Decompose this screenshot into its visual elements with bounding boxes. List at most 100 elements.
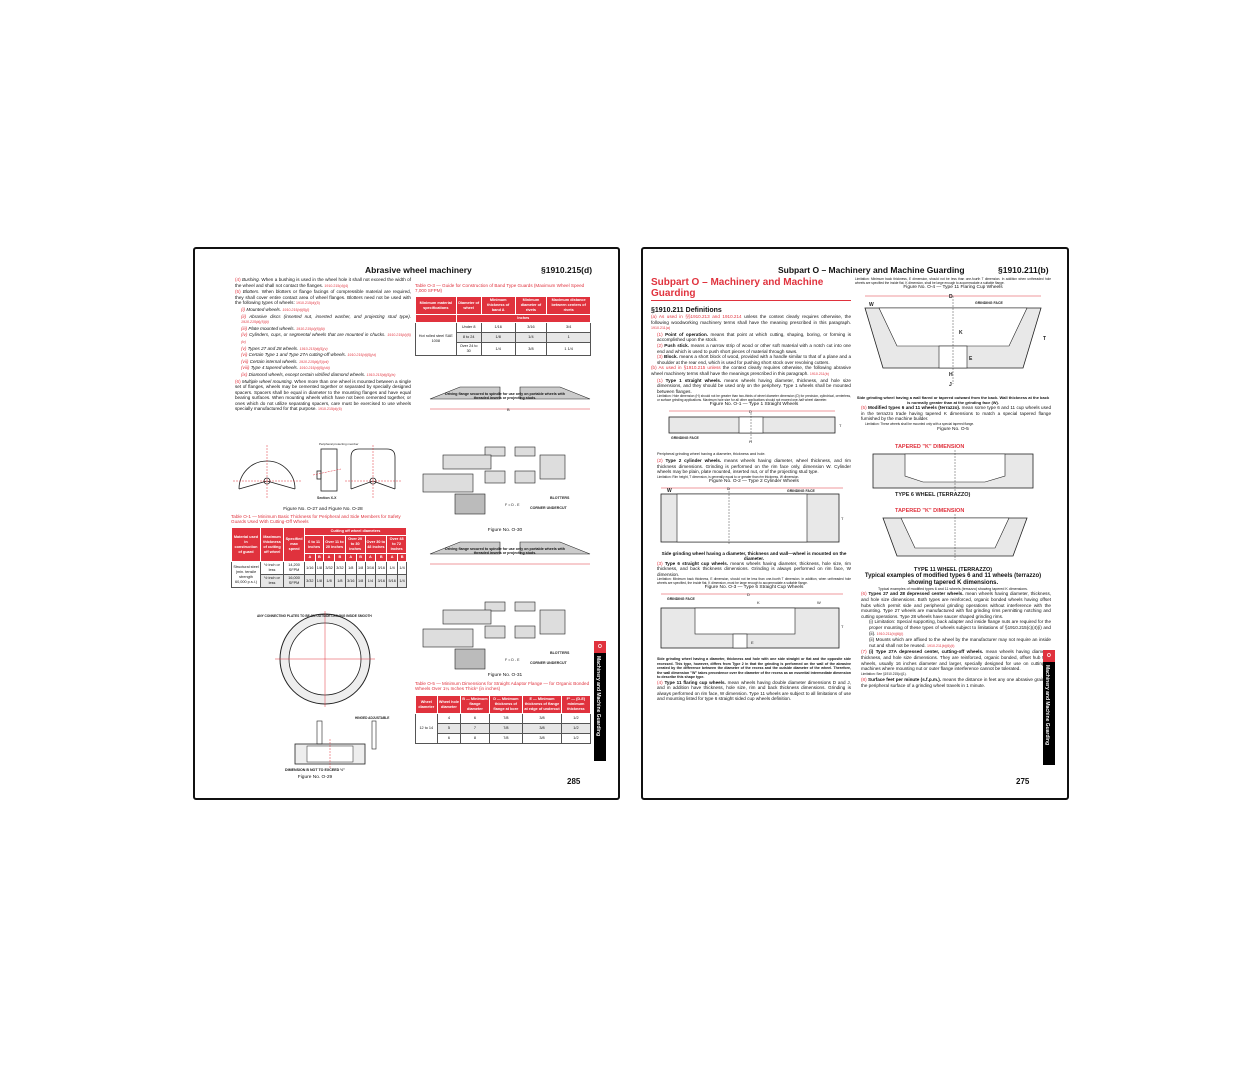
svg-text:D: D: [949, 294, 953, 300]
figure-o31-diagram: BLOTTERS CORNER UNDERCUT F = D - E: [422, 541, 591, 670]
left-header-section: §1910.215(d): [541, 265, 593, 275]
column-header: Cutting off wheel diameters: [304, 527, 407, 536]
right-header-title: Subpart O – Machinery and Machine Guardi…: [778, 265, 965, 275]
right-side-tab[interactable]: O Machinery and Machine Guarding: [1043, 650, 1055, 765]
section-title: §1910.211 Definitions: [651, 307, 722, 314]
svg-text:CORNER UNDERCUT: CORNER UNDERCUT: [530, 661, 568, 665]
list-item: (v) Types 27 and 28 wheels. 1910.215(d)(…: [241, 345, 328, 351]
table-o3: Minimum material specifications Diameter…: [415, 296, 592, 356]
table-o5-title: Table O-5 — Minimum Dimensions for Strai…: [415, 681, 590, 692]
figure-o3-diagram: GRINDING FACE D K W T E: [660, 592, 844, 649]
svg-text:H: H: [949, 372, 953, 378]
svg-text:GRINDING FACE: GRINDING FACE: [667, 597, 695, 601]
figure-o2-diagram: D W GRINDING FACE T: [660, 486, 844, 544]
column-header: Material used in construction of guard: [231, 527, 261, 562]
svg-text:BLOTTERS: BLOTTERS: [550, 651, 570, 655]
column-header: B — Minimum flange diameter: [460, 695, 490, 714]
svg-text:T: T: [839, 423, 842, 428]
svg-text:BLOTTERS: BLOTTERS: [550, 496, 570, 500]
right-left-column: Subpart O – Machinery and Machine Guardi…: [651, 277, 852, 702]
svg-text:GRINDING FACE: GRINDING FACE: [787, 489, 815, 493]
svg-text:K: K: [959, 330, 963, 336]
left-page: Abrasive wheel machinery §1910.215(d) (4…: [193, 247, 620, 800]
figure-o4-caption: Figure No. O-4 — Type 11 Flaring Cup Whe…: [903, 285, 1003, 290]
list-item: (vi) Certain Type 1 and Type 27A cutting…: [241, 352, 377, 358]
svg-text:GRINDING FACE: GRINDING FACE: [671, 436, 699, 440]
figure-o27-o28-diagram: Section X-X Peripheral protecting member: [233, 442, 401, 500]
table-row: Structural steel (min. tensile strength …: [231, 561, 407, 588]
column-header: Minimum material specifications: [415, 296, 457, 315]
figure-o30-diagram: B BLOTTERS CORNER UNDERCUT F = D - E: [422, 386, 591, 515]
figure-o5-caption: Figure No. O-5: [937, 427, 969, 433]
svg-text:F = D - E: F = D - E: [505, 503, 520, 507]
list-item: (i) Mounted wheels. 1910.215(d)(5)(i): [241, 306, 310, 312]
svg-text:ANY CONNECTING PLATES TO BE ON: ANY CONNECTING PLATES TO BE ON OUTSIDE L…: [257, 614, 372, 618]
column-header: Over 48 to 72 inches: [386, 535, 407, 554]
svg-text:E: E: [751, 640, 754, 645]
side-tab-letter: O: [594, 641, 606, 653]
svg-text:K: K: [757, 600, 760, 605]
para-lead: Bushing.: [242, 277, 260, 282]
column-header: 6 to 11 inches: [304, 535, 325, 554]
svg-text:D: D: [749, 409, 752, 414]
figure-o29-diagram: ANY CONNECTING PLATES TO BE ON OUTSIDE L…: [257, 611, 389, 769]
figure-o30-caption: Figure No. O-30: [487, 528, 523, 533]
svg-text:TAPERED "K" DIMENSION: TAPERED "K" DIMENSION: [895, 508, 964, 514]
column-header: Maximum thickness of cutting off wheel: [259, 527, 285, 562]
para-lead: Blotters.: [242, 289, 260, 295]
type11-terrazzo-label: TYPE 11 WHEEL (TERRAZZO): [913, 567, 993, 574]
left-header-title: Abrasive wheel machinery: [365, 265, 472, 275]
driving-flange-caption-1: Driving flange secured to spindle for us…: [445, 392, 565, 400]
svg-text:E: E: [969, 356, 973, 362]
side-tab-letter: O: [1043, 650, 1055, 662]
svg-text:B: B: [507, 407, 510, 412]
para-num: (4): [235, 277, 241, 282]
column-header: Over 30 to 48 inches: [364, 535, 388, 554]
column-header: Wheel hole diameter: [436, 695, 462, 714]
column-header: Minimum diameter of rivets: [514, 296, 548, 315]
column-header: Maximum distance between centers of rive…: [546, 296, 591, 315]
column-header: Over 11 to 20 inches: [323, 535, 346, 554]
right-right-column: Limitation: Minimum back thickness, E di…: [855, 277, 1052, 688]
page-title: Subpart O – Machinery and Machine Guardi…: [651, 277, 851, 301]
left-side-tab[interactable]: O Machinery and Machine Guarding: [594, 641, 606, 761]
svg-text:HINGED ADJUSTABLE: HINGED ADJUSTABLE: [355, 716, 389, 720]
column-header: Minimum thickness of band A: [480, 296, 516, 315]
para-lead: Multiple wheel mounting.: [242, 378, 293, 384]
column-header: E — Minimum thickness of flange at edge …: [522, 695, 562, 714]
left-page-number: 285: [567, 777, 581, 786]
column-header: Over 20 to 30 inches: [344, 535, 366, 554]
list-item: (ix) Diamond wheels, except certain vitr…: [241, 371, 396, 377]
svg-text:Section X-X: Section X-X: [317, 496, 337, 500]
left-column-text: (4) Bushing. When a bushing is used in t…: [235, 277, 411, 413]
figure-o4-diagram: D W GRINDING FACE K T E H J: [864, 294, 1046, 388]
list-item: (ii) Abrasive discs (inserted nut, inser…: [241, 313, 412, 325]
reg-ref: 1910.215(d)(4): [324, 283, 349, 288]
para-text: When a bushing is used in the wheel hole…: [235, 277, 412, 288]
svg-text:W: W: [869, 302, 874, 308]
svg-text:Peripheral protecting member: Peripheral protecting member: [319, 442, 359, 446]
figure-o27-o28-caption: Figure No. O-27 and Figure No. O-28: [283, 507, 363, 512]
table-o1-title: Table O-1 — Minimum Basic Thickness for …: [231, 514, 401, 525]
table-o5: Wheel diameter Wheel hole diameter B — M…: [415, 695, 592, 744]
svg-text:J: J: [949, 382, 952, 388]
svg-text:D: D: [727, 486, 730, 491]
svg-text:T: T: [841, 516, 844, 521]
svg-text:D: D: [747, 592, 750, 597]
figure-o5-diagram: TAPERED "K" DIMENSION TYPE 6 WHEEL (TERR…: [872, 444, 1034, 561]
svg-text:H: H: [749, 439, 752, 444]
svg-text:CORNER UNDERCUT: CORNER UNDERCUT: [530, 506, 568, 510]
list-item: (viii) Type 4 tapered wheels. 1910.215(d…: [241, 365, 330, 371]
para-num: (6): [235, 378, 241, 384]
svg-text:W: W: [667, 488, 672, 494]
svg-text:T: T: [841, 624, 844, 629]
column-header: F¹ — (D-E) minimum thickness: [560, 695, 592, 714]
figure-o2-caption: Figure No. O-2 — Type 2 Cylinder Wheels: [709, 478, 799, 484]
svg-text:W: W: [817, 600, 821, 605]
list-item: (iv) Cylinders, cups, or segmental wheel…: [241, 332, 411, 344]
